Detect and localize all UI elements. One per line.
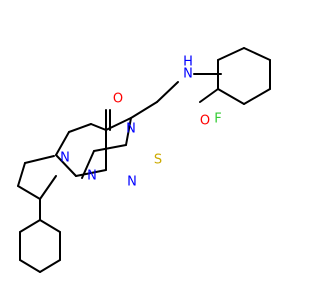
bond (217, 47, 245, 61)
hydrogen-amide-label: H (183, 55, 193, 70)
fluorine-label: F (214, 112, 221, 127)
bond (55, 131, 70, 156)
bond (68, 123, 92, 133)
bond (199, 88, 219, 103)
bond (39, 259, 61, 273)
bond (93, 144, 127, 152)
bond (130, 101, 158, 119)
bond (243, 47, 271, 61)
nitrogen-pyrazole-left-label: N (60, 151, 70, 166)
bond (17, 185, 41, 200)
bond (39, 219, 61, 233)
nitrogen-amide-label: N (183, 67, 193, 82)
bond (55, 154, 77, 177)
bond (75, 169, 107, 177)
molecule-structure: O O N H F N N N N S (17, 47, 271, 273)
bond (19, 259, 41, 273)
bond (24, 155, 55, 164)
bond (19, 219, 41, 233)
oxygen-ketone-label: O (113, 92, 123, 107)
nitrogen-pyrimidine-bottom-label: N (127, 175, 137, 190)
molecule-diagram: O O N H F N N N N S (17, 47, 271, 273)
bond-lines (17, 47, 271, 273)
nitrogen-ring-center-label: N (126, 122, 136, 137)
bond (217, 88, 245, 105)
bond (125, 117, 132, 146)
nitrogen-pyrazole-bottom-label: N (87, 169, 97, 184)
bond (90, 123, 107, 131)
bond (39, 175, 57, 200)
sulfur-label: S (154, 153, 162, 168)
bond (17, 162, 26, 187)
bond (243, 88, 271, 105)
oxygen-amide-label: O (200, 114, 210, 129)
bond (156, 81, 179, 103)
